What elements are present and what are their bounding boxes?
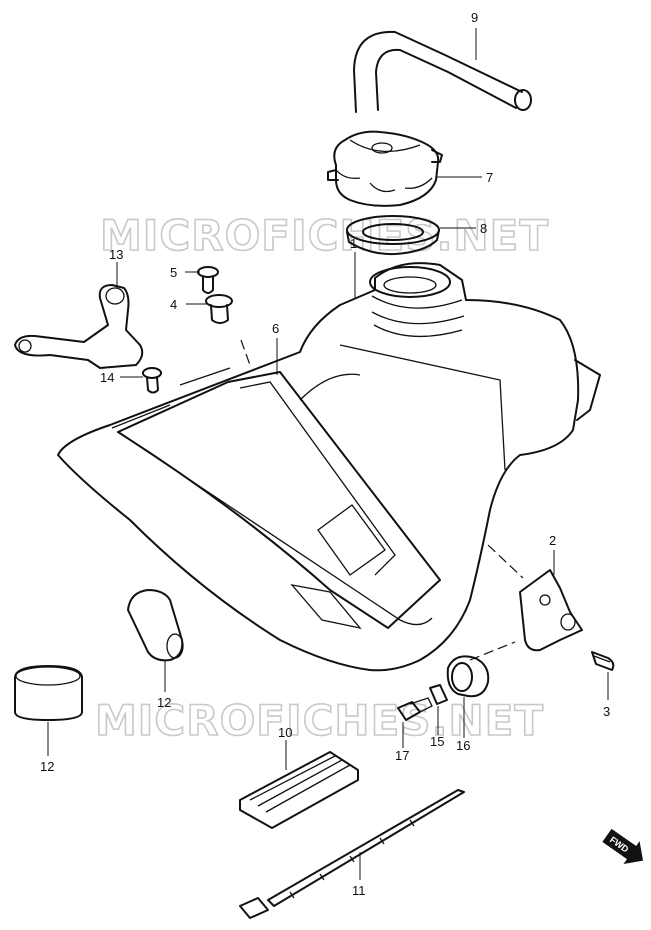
watermark-top: MICROFICHES.NET — [100, 211, 549, 260]
part-14-screw[interactable] — [142, 367, 162, 394]
part-16-cushion[interactable] — [446, 655, 490, 698]
part-7-fuel-cap[interactable] — [327, 130, 443, 207]
callout-2: 2 — [549, 533, 556, 548]
callout-1: 1 — [350, 236, 357, 251]
part-8-gasket[interactable] — [346, 215, 440, 256]
callout-12-a: 12 — [157, 695, 171, 710]
callout-11: 11 — [352, 883, 366, 898]
part-9-breather-hose[interactable] — [353, 30, 532, 113]
part-17-bolt[interactable] — [397, 697, 433, 721]
callout-13: 13 — [109, 247, 123, 262]
part-10-pad[interactable] — [239, 751, 359, 829]
part-11-cable-tie[interactable] — [239, 789, 465, 919]
callout-3: 3 — [603, 704, 610, 719]
callout-15: 15 — [430, 734, 444, 749]
leader-lines — [47, 28, 609, 880]
part-15-collar[interactable] — [429, 684, 448, 705]
part-13-clamp[interactable] — [14, 284, 144, 369]
part-3-bolt[interactable] — [591, 651, 615, 671]
part-6-decal[interactable] — [117, 371, 441, 630]
callout-17: 17 — [395, 748, 409, 763]
callout-12-b: 12 — [40, 759, 54, 774]
callout-10: 10 — [278, 725, 292, 740]
alignment-line-bracket — [487, 544, 524, 579]
part-12-cushion-a[interactable] — [127, 589, 184, 662]
callout-4: 4 — [170, 297, 177, 312]
callout-8: 8 — [480, 221, 487, 236]
callout-7: 7 — [486, 170, 493, 185]
callout-14: 14 — [100, 370, 114, 385]
part-5-screw[interactable] — [197, 266, 219, 294]
callout-5: 5 — [170, 265, 177, 280]
part-1-fuel-tank[interactable] — [57, 262, 601, 672]
watermark-bottom: MICROFICHES.NET — [95, 696, 544, 745]
callout-6: 6 — [272, 321, 279, 336]
fwd-arrow-icon: FWD — [602, 828, 644, 865]
alignment-line-bolts — [240, 339, 251, 366]
callout-16: 16 — [456, 738, 470, 753]
part-2-bracket[interactable] — [519, 569, 583, 652]
part-12-cushion-b[interactable] — [14, 665, 83, 721]
alignment-line-cushion — [469, 641, 516, 661]
callout-9: 9 — [471, 10, 478, 25]
part-4-collar[interactable] — [205, 294, 233, 324]
